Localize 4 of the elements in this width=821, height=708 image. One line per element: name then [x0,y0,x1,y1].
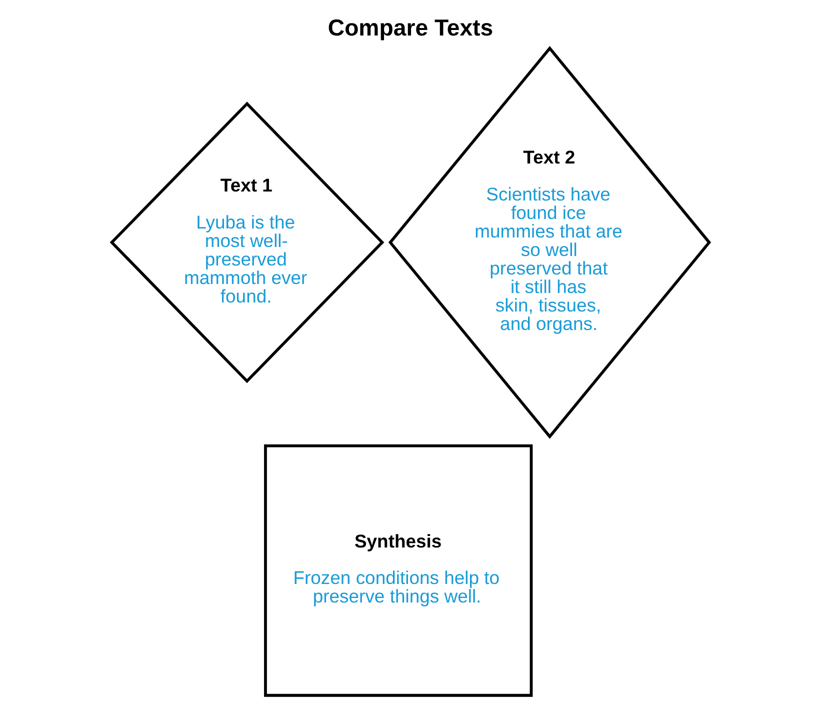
diagram-title: Compare Texts [328,14,494,40]
node-diamond: Text 1 Lyuba is the most well-preserved mammoth ever found. [110,101,384,383]
node-diamond: Text 2 Scientists have found ice mummies that are so well preserved that it still has skin, tissues, and organs. [388,46,712,438]
node-box: Synthesis Frozen conditions help to preserve things well. [264,444,533,696]
